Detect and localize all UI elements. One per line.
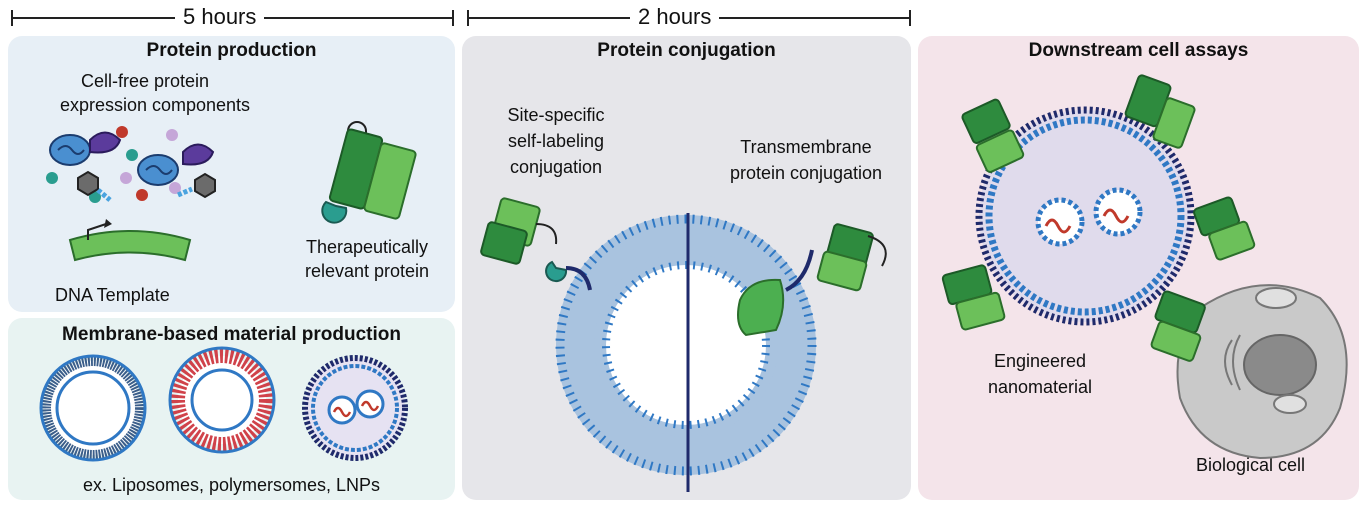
protein-conjugation-title: Protein conjugation [597, 40, 776, 61]
site-specific-line3: conjugation [509, 157, 603, 177]
vesicle-icon [555, 213, 817, 492]
site-specific-protein-icon [480, 197, 592, 291]
polymersome-icon [168, 346, 276, 454]
cellfree-label-line2: expression components [59, 95, 251, 115]
therapeutic-label-line1: Therapeutically [305, 237, 429, 257]
site-specific-line2: self-labeling [507, 131, 605, 151]
liposome-icon [39, 354, 147, 462]
cellfree-components-icon [46, 126, 216, 203]
protein-production-title: Protein production [146, 40, 317, 61]
biological-cell-icon [1176, 284, 1348, 460]
surface-protein-icons [941, 74, 1256, 362]
dna-template-icon [68, 219, 192, 262]
first-duration-label: 5 hours [175, 4, 265, 30]
therapeutic-label-line2: relevant protein [304, 261, 430, 281]
therapeutic-protein-icon [321, 121, 417, 224]
engineered-nanomaterial-icon [975, 106, 1195, 326]
lnp-icon [302, 355, 408, 461]
nanomaterial-line1: Engineered [993, 351, 1087, 371]
transmembrane-line1: Transmembrane [740, 137, 872, 157]
cellfree-label-line1: Cell-free protein [80, 71, 210, 91]
transmembrane-protein-icon [737, 223, 887, 337]
cell-assays-title: Downstream cell assays [1028, 40, 1249, 61]
transmembrane-line2: protein conjugation [729, 163, 883, 183]
nanomaterial-line2: nanomaterial [987, 377, 1093, 397]
membrane-production-title: Membrane-based material production [62, 324, 401, 345]
dna-template-label: DNA Template [55, 285, 170, 305]
second-duration-label: 2 hours [630, 4, 720, 30]
biological-cell-label: Biological cell [1196, 455, 1306, 475]
membrane-caption: ex. Liposomes, polymersomes, LNPs [82, 475, 381, 495]
site-specific-line1: Site-specific [507, 105, 605, 125]
